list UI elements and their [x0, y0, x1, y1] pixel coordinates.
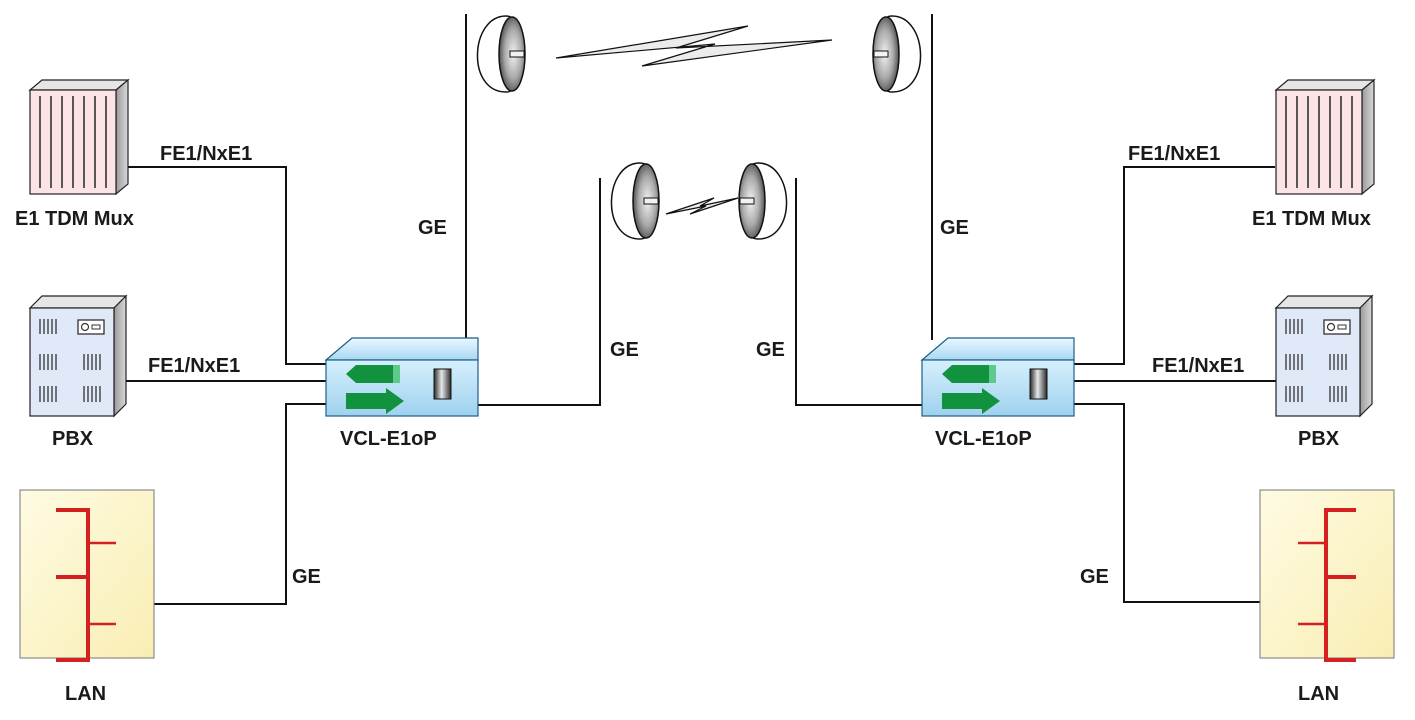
left-vcl-device: VCL-E1oP	[324, 337, 479, 450]
left-uplink-mid	[478, 178, 601, 406]
pbx-cabinet-icon	[1274, 294, 1374, 418]
left-pbx-link-label: FE1/NxE1	[148, 355, 240, 377]
vcl-e1op-device-icon	[920, 337, 1075, 417]
right-mux-link-label: FE1/NxE1	[1128, 143, 1220, 165]
right-device-label: VCL-E1oP	[935, 428, 1032, 450]
right-mux-label: E1 TDM Mux	[1252, 208, 1371, 230]
wiring	[88, 14, 1326, 605]
left-uplink-top-label: GE	[418, 217, 447, 239]
left-tdm-mux: E1 TDM Mux	[15, 78, 134, 230]
left-mux-link-label: FE1/NxE1	[160, 143, 252, 165]
left-device-label: VCL-E1oP	[340, 428, 437, 450]
left-lan: LAN	[19, 489, 155, 705]
left-uplink-mid-label: GE	[610, 339, 639, 361]
microwave-dish-icon	[872, 15, 922, 93]
lightning-link-icon	[555, 25, 833, 67]
lan-bus-icon	[1259, 489, 1395, 662]
left-pbx-label: PBX	[52, 428, 94, 450]
left-lan-link-label: GE	[292, 566, 321, 588]
lightning-link-icon	[665, 197, 739, 215]
left-mux-link	[128, 166, 326, 365]
right-lan-link	[1074, 403, 1326, 603]
tdm-mux-rack-icon	[1274, 78, 1376, 196]
right-pbx: PBX	[1274, 294, 1374, 450]
left-mux-label: E1 TDM Mux	[15, 208, 134, 230]
right-pbx-label: PBX	[1298, 428, 1340, 450]
right-uplink-mid	[795, 178, 922, 406]
right-vcl-device: VCL-E1oP	[920, 337, 1075, 450]
lan-bus-icon	[19, 489, 155, 662]
right-mux-link	[1074, 166, 1275, 365]
right-tdm-mux: E1 TDM Mux	[1252, 78, 1376, 230]
left-lan-link	[88, 403, 326, 605]
right-lan-link-label: GE	[1080, 566, 1109, 588]
vcl-e1op-device-icon	[324, 337, 479, 417]
right-lan: LAN	[1259, 489, 1395, 705]
microwave-dish-icon	[610, 162, 660, 240]
left-pbx: PBX	[28, 294, 128, 450]
right-uplink-top-label: GE	[940, 217, 969, 239]
left-lan-label: LAN	[65, 683, 106, 705]
right-uplink-mid-label: GE	[756, 339, 785, 361]
radio-link-mid	[610, 162, 788, 240]
radio-link-top	[476, 15, 922, 93]
pbx-cabinet-icon	[28, 294, 128, 418]
microwave-dish-icon	[476, 15, 526, 93]
microwave-dish-icon	[738, 162, 788, 240]
right-lan-label: LAN	[1298, 683, 1339, 705]
tdm-mux-rack-icon	[28, 78, 130, 196]
link-labels: FE1/NxE1 FE1/NxE1 GE GE GE FE1/NxE1 FE1/…	[148, 143, 1244, 588]
right-pbx-link-label: FE1/NxE1	[1152, 355, 1244, 377]
